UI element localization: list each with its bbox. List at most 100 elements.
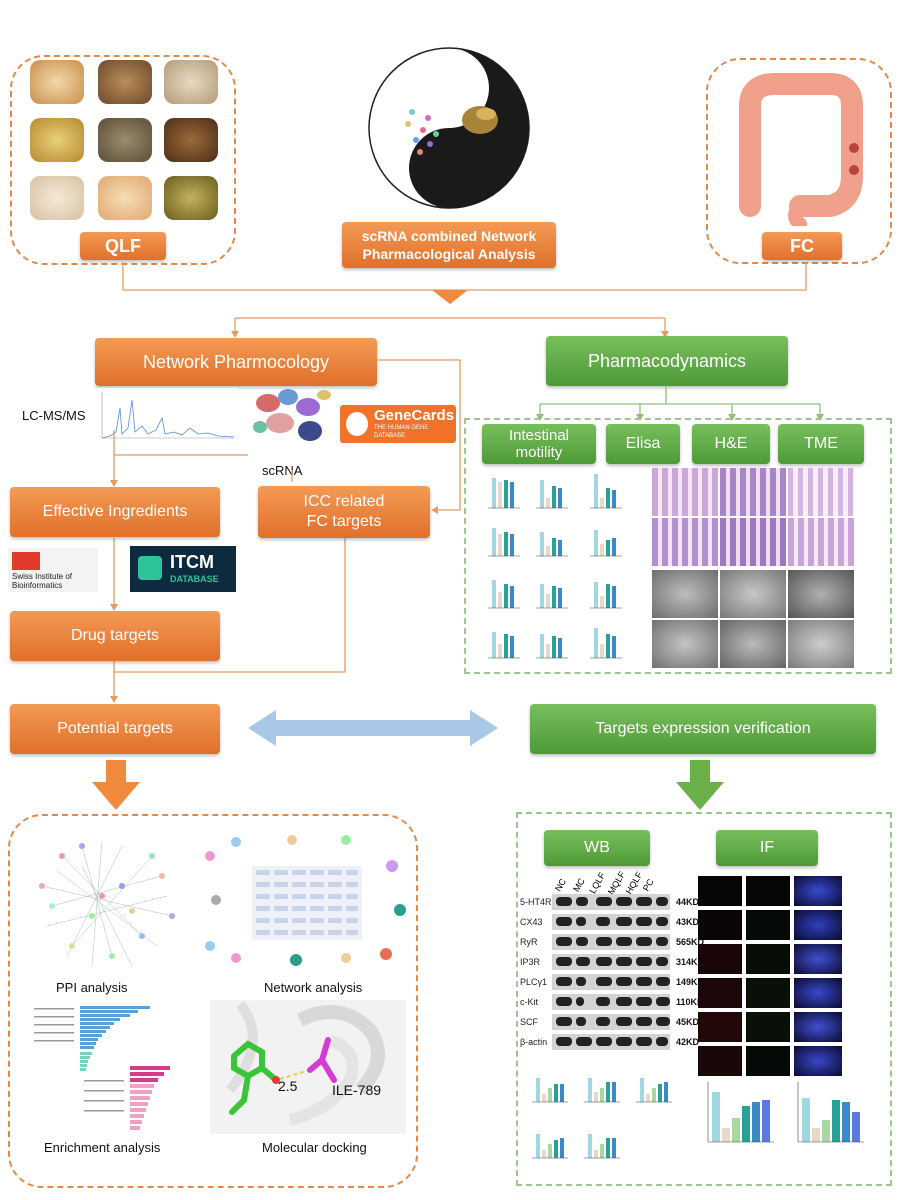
if-quantification-thumbnails bbox=[707, 1082, 864, 1143]
genecards-title: GeneCards bbox=[374, 407, 455, 424]
ppi-label: PPI analysis bbox=[56, 980, 128, 995]
herb-image-4 bbox=[30, 118, 84, 162]
wb-band-row bbox=[552, 934, 670, 950]
wb-band-row bbox=[552, 974, 670, 990]
he-micrograph-5 bbox=[720, 518, 786, 566]
wb-row-label: β-actin bbox=[520, 1037, 548, 1047]
wb-row-kd: 44KD bbox=[676, 897, 700, 907]
wb-row-kd: 43KD bbox=[676, 917, 700, 927]
if-image bbox=[794, 944, 842, 974]
wb-band-row bbox=[552, 1014, 670, 1030]
if-image bbox=[698, 910, 742, 940]
qlf-label: QLF bbox=[80, 232, 166, 260]
intestinal-line1: Intestinal bbox=[508, 427, 570, 444]
down-arrow-right bbox=[676, 760, 724, 810]
wb-blot: 5-HT4R 44KD CX43 43KD RyR 565KD IP3R 314… bbox=[520, 890, 710, 1050]
enrichment-label: Enrichment analysis bbox=[44, 1140, 161, 1155]
enrichment-image bbox=[34, 1006, 170, 1130]
genecards-icon bbox=[346, 412, 368, 436]
if-image bbox=[746, 944, 790, 974]
itcm-subtitle: DATABASE bbox=[170, 574, 219, 584]
lcms-chromatogram bbox=[98, 388, 238, 444]
he-micrograph-4 bbox=[652, 518, 718, 566]
wb-row-kd: 45KD bbox=[676, 1017, 700, 1027]
wb-row-label: IP3R bbox=[520, 957, 541, 967]
left-connectors bbox=[110, 359, 461, 703]
wb-row-label: SCF bbox=[520, 1017, 538, 1027]
he-box: H&E bbox=[692, 424, 770, 464]
sib-logo: Swiss Institute of Bioinformatics bbox=[8, 548, 98, 592]
network-analysis-label: Network analysis bbox=[264, 980, 363, 995]
verification-panel bbox=[516, 812, 892, 1186]
down-arrow-left bbox=[92, 760, 140, 810]
he-micrograph-6 bbox=[788, 518, 854, 566]
effective-ingredients-box: Effective Ingredients bbox=[10, 487, 220, 537]
wb-band-row bbox=[552, 914, 670, 930]
wb-row-kd: 42KD bbox=[676, 1037, 700, 1047]
docking-label: Molecular docking bbox=[262, 1140, 367, 1155]
he-micrograph-3 bbox=[788, 468, 854, 516]
tem-micrograph-4 bbox=[652, 620, 718, 668]
analysis-panel bbox=[8, 814, 418, 1188]
lcms-label: LC-MS/MS bbox=[22, 408, 86, 423]
if-box: IF bbox=[716, 830, 818, 866]
if-image bbox=[746, 1012, 790, 1042]
double-arrow bbox=[248, 710, 498, 746]
he-micrograph-2 bbox=[720, 468, 786, 516]
if-image bbox=[746, 978, 790, 1008]
docking-residue: ILE-789 bbox=[332, 1082, 382, 1098]
sib-icon bbox=[12, 552, 40, 570]
pharmacodynamics-bar-thumbnails bbox=[488, 474, 622, 659]
wb-row-label: CX43 bbox=[520, 917, 543, 927]
wb-band-row bbox=[552, 994, 670, 1010]
itcm-logo: ITCM DATABASE bbox=[130, 546, 236, 592]
intestinal-line2: motility bbox=[515, 444, 563, 461]
itcm-icon bbox=[138, 556, 162, 580]
herb-image-1 bbox=[30, 60, 84, 104]
wb-row-kd: 314KD bbox=[676, 957, 705, 967]
if-image bbox=[698, 1012, 742, 1042]
herb-image-8 bbox=[98, 176, 152, 220]
wb-row-label: c-Kit bbox=[520, 997, 538, 1007]
sib-line1: Swiss Institute of bbox=[12, 572, 73, 581]
center-label-line1: scRNA combined Network bbox=[361, 228, 537, 244]
tem-micrograph-3 bbox=[788, 570, 854, 618]
colon-image bbox=[739, 73, 863, 226]
genecards-subtitle: THE HUMAN GENE DATABASE bbox=[374, 425, 429, 439]
if-image bbox=[698, 944, 742, 974]
herb-image-9 bbox=[164, 176, 218, 220]
he-micrograph-1 bbox=[652, 468, 718, 516]
tem-micrograph-2 bbox=[720, 570, 786, 618]
genecards-logo: GeneCards THE HUMAN GENE DATABASE bbox=[340, 405, 456, 443]
if-image bbox=[698, 1046, 742, 1076]
potential-targets-box: Potential targets bbox=[10, 704, 220, 754]
icc-line2: FC targets bbox=[306, 513, 382, 530]
if-image bbox=[794, 978, 842, 1008]
wb-band-row bbox=[552, 1034, 670, 1050]
icc-line1: ICC related bbox=[303, 493, 385, 510]
tme-box: TME bbox=[778, 424, 864, 464]
top-connectors bbox=[122, 262, 807, 338]
if-image bbox=[746, 910, 790, 940]
wb-row-kd: 565KD bbox=[676, 937, 705, 947]
icc-targets-box: ICC related FC targets bbox=[258, 486, 430, 538]
elisa-box: Elisa bbox=[606, 424, 680, 464]
intestinal-motility-box: Intestinal motility bbox=[482, 424, 596, 464]
wb-row-label: PLCγ1 bbox=[520, 977, 548, 987]
molecular-docking-image bbox=[210, 1000, 406, 1134]
network-pharmacology-box: Network Pharmocology bbox=[95, 338, 377, 386]
herb-image-7 bbox=[30, 176, 84, 220]
docking-distance: 2.5 bbox=[278, 1078, 298, 1094]
itcm-title: ITCM bbox=[170, 552, 214, 572]
center-label: scRNA combined Network Pharmacological A… bbox=[342, 222, 556, 268]
fc-panel bbox=[706, 58, 892, 264]
wb-row-label: RyR bbox=[520, 937, 538, 947]
scrna-umap bbox=[253, 389, 331, 441]
network-analysis-image bbox=[205, 835, 406, 966]
sib-line2: Bioinformatics bbox=[12, 581, 63, 590]
if-image bbox=[794, 910, 842, 940]
yin-yang-image bbox=[368, 47, 530, 209]
wb-row-kd: 110KD bbox=[676, 997, 704, 1007]
wb-row-label: 5-HT4R bbox=[520, 897, 552, 907]
tem-micrograph-1 bbox=[652, 570, 718, 618]
